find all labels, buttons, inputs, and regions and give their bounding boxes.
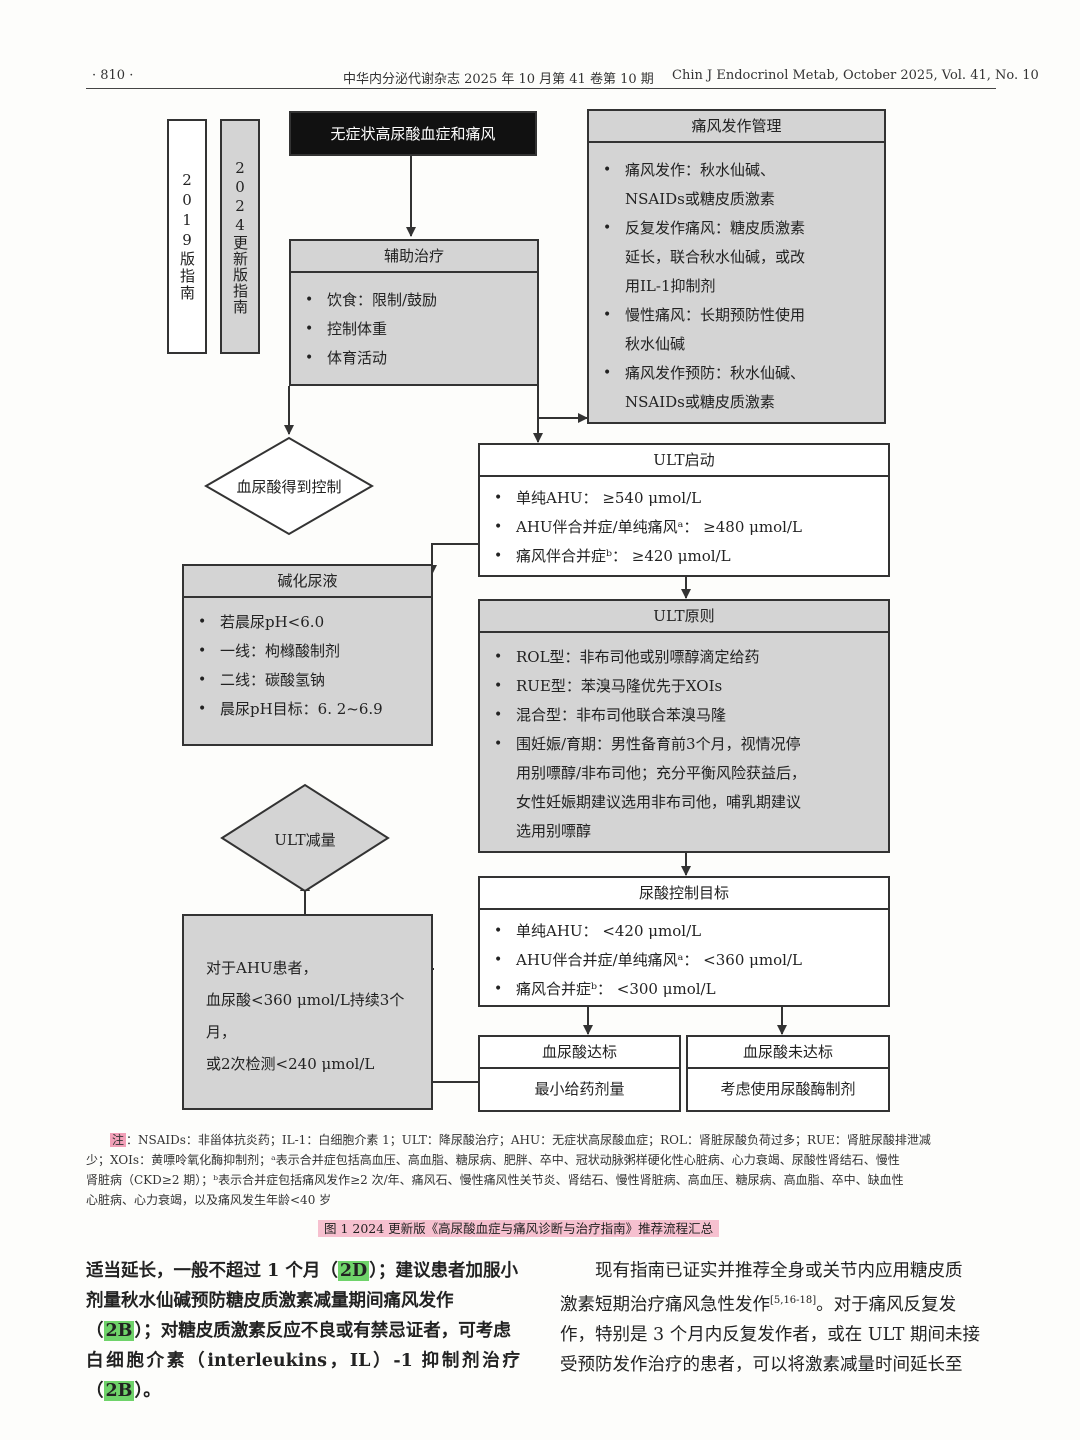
alkalize-box: 碱化尿液 若晨尿pH<6.0 一线：枸橼酸制剂 二线：碳酸氢钠 晨尿pH目标：6… [182,564,433,746]
figure-note: 注：NSAIDs：非甾体抗炎药；IL-1：白细胞介素 1；ULT：降尿酸治疗；A… [110,1130,1000,1150]
journal-title-cn: 中华内分泌代谢杂志 2025 年 10 月第 41 卷第 10 期 [343,72,654,87]
urate-not-reached-body: 考虑使用尿酸酶制剂 [720,1080,856,1098]
ult-start-item: 痛风伴合并症ᵇ： ≥420 μmol/L [480,542,888,571]
note-line: ：NSAIDs：非甾体抗炎药；IL-1：白细胞介素 1；ULT：降尿酸治疗；AH… [126,1133,931,1147]
note-line: 心脏病、心力衰竭，以及痛风发生年龄<40 岁 [86,1193,332,1207]
controlled-label: 血尿酸得到控制 [236,478,342,496]
adjuvant-item: 饮食：限制/鼓励 [291,286,537,315]
start-label: 无症状高尿酸血症和痛风 [330,125,496,143]
gout-flare-box: 痛风发作管理 痛风发作：秋水仙碱、NSAIDs或糖皮质激素 反复发作痛风：糖皮质… [587,109,886,424]
legend-2024-label: 2024更新版指南 [231,158,249,315]
figure-caption: 图 1 2024 更新版《高尿酸血症与痛风诊断与治疗指南》推荐流程汇总 [318,1220,720,1237]
ahu-condition-box: 对于AHU患者， 血尿酸<360 μmol/L持续3个月， 或2次检测<240 … [182,914,433,1110]
adjuvant-therapy-box: 辅助治疗 饮食：限制/鼓励 控制体重 体育活动 [289,239,539,386]
urate-target-title: 尿酸控制目标 [480,878,888,910]
connector-to-alkalize [431,543,478,573]
citation-ref: [5,16-18] [770,1295,817,1306]
gout-flare-title: 痛风发作管理 [589,111,884,143]
adjuvant-item: 控制体重 [291,315,537,344]
urate-reached-box: 血尿酸达标 最小给药剂量 [478,1035,681,1112]
diamond-controlled [204,436,374,536]
ahu-line: 或2次检测<240 μmol/L [206,1055,375,1073]
legend-2019-box: 2019版指南 [167,119,207,354]
note-mark: 注 [110,1133,127,1147]
alkalize-item: 一线：枸橼酸制剂 [184,637,431,666]
gout-flare-item: 痛风发作：秋水仙碱、NSAIDs或糖皮质激素 [589,156,884,214]
ult-principle-item: ROL型：非布司他或别嘌醇滴定给药 [480,643,888,672]
ult-principle-title: ULT原则 [480,601,888,633]
urate-reached-title: 血尿酸达标 [480,1037,679,1069]
adjuvant-title: 辅助治疗 [291,241,537,273]
alkalize-item: 晨尿pH目标：6. 2~6.9 [184,695,431,724]
ult-principle-pregnancy: 围妊娠/育期：男性备育前3个月，视情况停用别嘌醇/非布司他；充分平衡风险获益后，… [480,730,888,846]
gout-flare-item: 痛风发作预防：秋水仙碱、NSAIDs或糖皮质激素 [589,359,884,417]
ult-reduce-label: ULT减量 [274,831,336,849]
legend-2024-box: 2024更新版指南 [220,119,260,354]
urate-not-reached-box: 血尿酸未达标 考虑使用尿酸酶制剂 [686,1035,890,1112]
legend-2019-label: 2019版指南 [178,171,196,302]
alkalize-title: 碱化尿液 [184,566,431,598]
note-line: 肾脏病（CKD≥2 期）；ᵇ表示合并症包括痛风发作≥2 次/年、痛风石、慢性痛风… [86,1173,904,1187]
urate-not-reached-title: 血尿酸未达标 [688,1037,888,1069]
ult-start-item: AHU伴合并症/单纯痛风ᵃ： ≥480 μmol/L [480,513,888,542]
ult-principle-item: 混合型：非布司他联合苯溴马隆 [480,701,888,730]
alkalize-item: 二线：碳酸氢钠 [184,666,431,695]
ult-principle-box: ULT原则 ROL型：非布司他或别嘌醇滴定给药 RUE型：苯溴马隆优先于XOIs… [478,599,890,853]
urate-target-box: 尿酸控制目标 单纯AHU： <420 μmol/L AHU伴合并症/单纯痛风ᵃ：… [478,876,890,1007]
diamond-ult-reduce [220,783,390,893]
body-right-column: 现有指南已证实并推荐全身或关节内应用糖皮质 激素短期治疗痛风急性发作[5,16-… [560,1261,980,1375]
evidence-grade-badge: 2B [103,1381,135,1401]
ult-start-box: ULT启动 单纯AHU： ≥540 μmol/L AHU伴合并症/单纯痛风ᵃ： … [478,443,890,577]
flowchart-connectors [204,156,787,1083]
alkalize-item: 若晨尿pH<6.0 [184,608,431,637]
start-box: 无症状高尿酸血症和痛风 [289,111,537,156]
urate-target-item: 痛风合并症ᵇ： <300 μmol/L [480,975,888,1004]
adjuvant-item: 体育活动 [291,344,537,373]
ult-start-title: ULT启动 [480,445,888,477]
urate-target-item: AHU伴合并症/单纯痛风ᵃ： <360 μmol/L [480,946,888,975]
body-left-column: 适当延长，一般不超过 1 个月（2D）；建议患者加服小 剂量秋水仙碱预防糖皮质激… [86,1261,520,1401]
urate-reached-body: 最小给药剂量 [534,1080,625,1098]
figure-caption-wrap: 图 1 2024 更新版《高尿酸血症与痛风诊断与治疗指南》推荐流程汇总 [318,1218,720,1237]
note-line: 少；XOIs：黄嘌呤氧化酶抑制剂；ᵃ表示合并症包括高血压、高血脂、糖尿病、肥胖、… [86,1153,900,1167]
connector-reached-to-ahu [431,968,478,1083]
ahu-line: 血尿酸<360 μmol/L持续3个月， [206,991,405,1041]
ult-start-item: 单纯AHU： ≥540 μmol/L [480,484,888,513]
figure-note-cont: 少；XOIs：黄嘌呤氧化酶抑制剂；ᵃ表示合并症包括高血压、高血脂、糖尿病、肥胖、… [86,1150,998,1210]
evidence-grade-badge: 2B [103,1321,135,1341]
journal-title-en: Chin J Endocrinol Metab, October 2025, V… [672,68,1039,83]
ahu-line: 对于AHU患者， [206,959,318,977]
header-rule [86,88,996,89]
urate-target-item: 单纯AHU： <420 μmol/L [480,917,888,946]
ult-principle-item: RUE型：苯溴马隆优先于XOIs [480,672,888,701]
page-number: · 810 · [92,68,134,83]
evidence-grade-badge: 2D [337,1261,370,1281]
